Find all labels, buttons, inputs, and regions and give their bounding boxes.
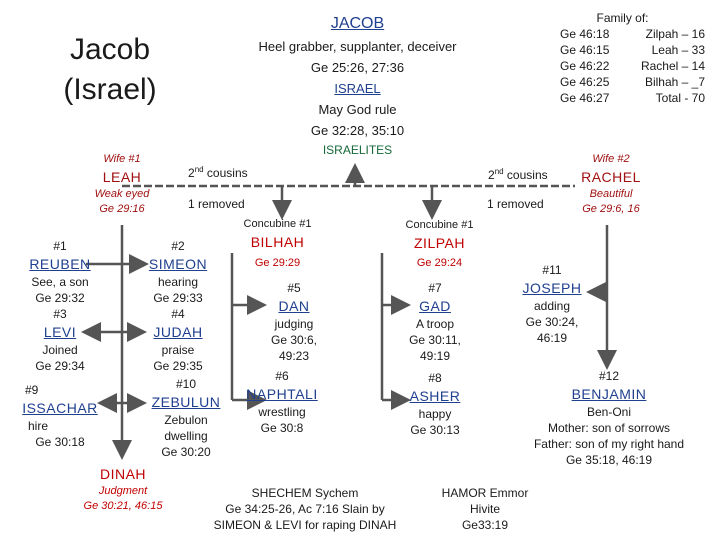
naphtali-name: NAPHTALI [246, 386, 318, 402]
zilpah-label: Concubine #1 [405, 219, 474, 231]
jacob-ref: Ge 25:26, 27:36 [310, 60, 405, 75]
dinah-name: DINAH [99, 466, 147, 482]
family-heading: Family of: [596, 11, 649, 25]
rachel-desc: Beautiful [589, 188, 633, 200]
son-dan: #5 DAN judging Ge 30:6, 49:23 [254, 280, 334, 364]
judah-name: JUDAH [153, 324, 203, 340]
israel-ref: Ge 32:28, 35:10 [310, 123, 405, 138]
asher-name: ASHER [409, 388, 461, 404]
family-row: Ge 46:25 Bilhah – _7 [530, 74, 715, 90]
son-simeon: #2 SIMEON hearing Ge 29:33 [140, 238, 216, 306]
israel-name: ISRAEL [334, 81, 381, 96]
family-count: Leah – 33 [651, 43, 705, 57]
family-count: Rachel – 14 [640, 59, 705, 73]
zilpah-name: ZILPAH [414, 235, 465, 251]
rachel-block: Wife #2 RACHEL Beautiful Ge 29:6, 16 [566, 152, 656, 217]
removed-left: 1 removed [188, 197, 245, 211]
family-row: Ge 46:18 Zilpah – 16 [530, 26, 715, 42]
bilhah-ref: Ge 29:29 [254, 257, 301, 269]
family-ref: Ge 46:25 [560, 75, 610, 89]
dan-name: DAN [278, 298, 310, 314]
leah-desc: Weak eyed [94, 188, 150, 200]
hamor-note: HAMOR Emmor Hivite Ge33:19 [441, 486, 529, 532]
son-reuben: #1 REUBEN See, a son Ge 29:32 [25, 238, 95, 306]
son-issachar: #9 ISSACHAR hire Ge 30:18 [18, 382, 102, 450]
daughter-dinah: DINAH Judgment Ge 30:21, 46:15 [70, 464, 176, 514]
zebulun-name: ZEBULUN [151, 394, 221, 410]
bilhah-block: Concubine #1 BILHAH Ge 29:29 [225, 217, 330, 271]
benjamin-name: BENJAMIN [571, 386, 647, 402]
son-zebulun: #10 ZEBULUN Zebulon dwelling Ge 30:20 [144, 376, 228, 460]
family-ref: Ge 46:27 [560, 91, 610, 105]
family-row: Ge 46:22 Rachel – 14 [530, 58, 715, 74]
leah-block: Wife #1 LEAH Weak eyed Ge 29:16 [70, 152, 174, 217]
family-table: Family of: Ge 46:18 Zilpah – 16 Ge 46:15 Le… [530, 10, 715, 106]
family-ref: Ge 46:22 [560, 59, 610, 73]
family-count: Bilhah – _7 [644, 75, 705, 89]
rachel-name: RACHEL [581, 169, 641, 185]
son-asher: #8 ASHER happy Ge 30:13 [395, 370, 475, 438]
zilpah-ref: Ge 29:24 [416, 257, 463, 269]
cousins-right: 2nd cousins [488, 167, 548, 182]
leah-name: LEAH [102, 169, 142, 185]
simeon-name: SIMEON [148, 256, 208, 272]
reuben-name: REUBEN [29, 256, 91, 272]
family-row: Ge 46:27 Total - 70 [530, 90, 715, 106]
son-benjamin: #12 BENJAMIN Ben-Oni Mother: son of sorr… [520, 368, 698, 468]
levi-name: LEVI [43, 324, 77, 340]
israel-meaning: May God rule [318, 102, 397, 117]
israelites-label: ISRAELITES [322, 143, 393, 157]
zilpah-block: Concubine #1 ZILPAH Ge 29:24 [387, 218, 492, 271]
page-title: Jacob (Israel) [63, 33, 157, 106]
family-row: Ge 46:15 Leah – 33 [530, 42, 715, 58]
family-count: Zilpah – 16 [645, 27, 705, 41]
leah-ref: Ge 29:16 [99, 203, 145, 215]
son-judah: #4 JUDAH praise Ge 29:35 [140, 306, 216, 374]
son-gad: #7 GAD A troop Ge 30:11, 49:19 [395, 280, 475, 364]
jacob-meaning: Heel grabber, supplanter, deceiver [258, 39, 457, 54]
removed-right: 1 removed [487, 197, 544, 211]
bilhah-label: Concubine #1 [243, 218, 312, 230]
cousins-left: 2nd cousins [188, 165, 248, 180]
bilhah-name: BILHAH [250, 234, 305, 250]
family-count: Total - 70 [655, 91, 705, 105]
shechem-note: SHECHEM Sychem Ge 34:25-26, Ac 7:16 Slai… [213, 486, 397, 532]
family-ref: Ge 46:15 [560, 43, 610, 57]
rachel-ref: Ge 29:6, 16 [582, 203, 640, 215]
jacob-name: JACOB [330, 15, 385, 32]
joseph-name: JOSEPH [522, 280, 582, 296]
rachel-label: Wife #2 [592, 153, 630, 165]
family-ref: Ge 46:18 [560, 27, 610, 41]
leah-label: Wife #1 [103, 153, 141, 165]
son-levi: #3 LEVI Joined Ge 29:34 [25, 306, 95, 374]
son-joseph: #11 JOSEPH adding Ge 30:24, 46:19 [512, 262, 592, 346]
gad-name: GAD [419, 298, 451, 314]
issachar-name: ISSACHAR [22, 400, 98, 416]
jacob-block: JACOB Heel grabber, supplanter, deceiver… [220, 12, 495, 159]
son-naphtali: #6 NAPHTALI wrestling Ge 30:8 [240, 368, 324, 436]
